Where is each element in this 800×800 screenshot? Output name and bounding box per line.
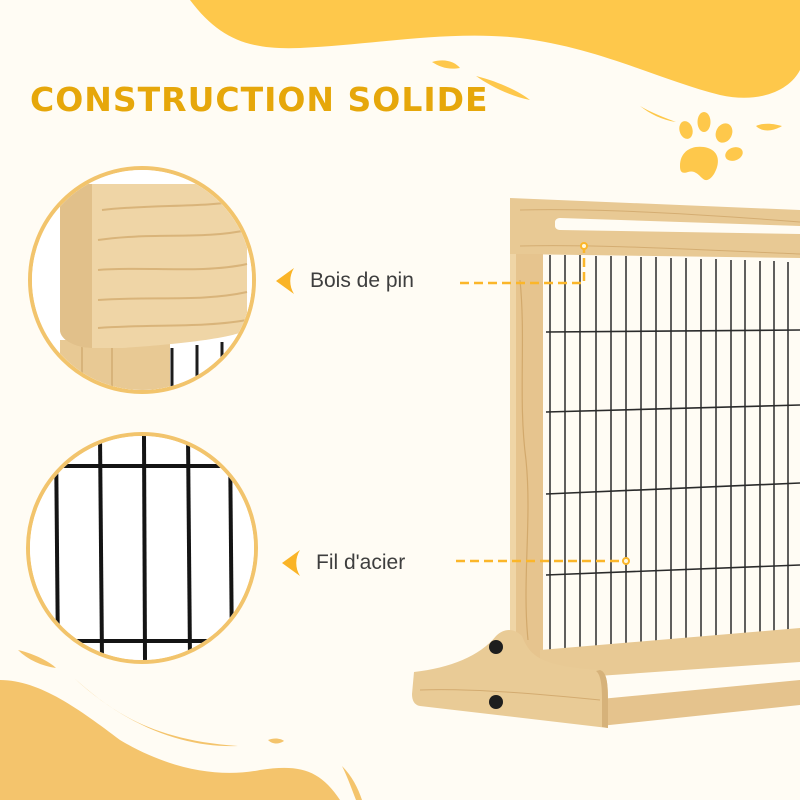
callout-steel-wire: Fil d'acier xyxy=(282,550,405,576)
paw-print-icon xyxy=(679,112,743,181)
callout-label: Fil d'acier xyxy=(316,551,406,574)
callout-label: Bois de pin xyxy=(310,269,414,292)
wire-detail-zoom xyxy=(26,432,258,664)
page-title: CONSTRUCTION SOLIDE xyxy=(30,80,489,119)
arrow-left-icon xyxy=(282,550,300,576)
pet-gate-product xyxy=(412,198,800,728)
callout-pine-wood: Bois de pin xyxy=(276,268,414,294)
knob-icon xyxy=(489,640,503,709)
arrow-left-icon xyxy=(276,268,294,294)
wood-detail-zoom xyxy=(28,166,256,394)
